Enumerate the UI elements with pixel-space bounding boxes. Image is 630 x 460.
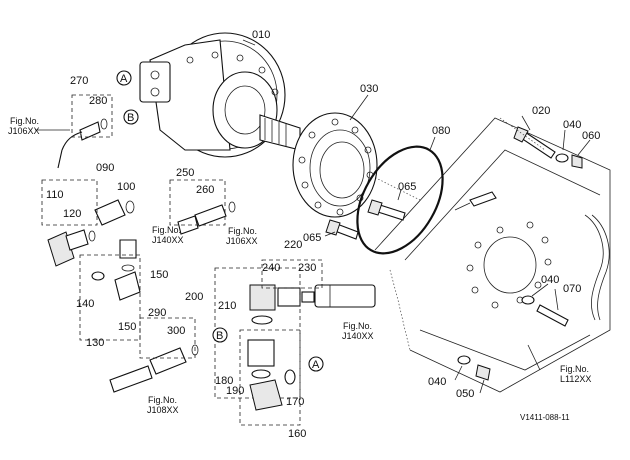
washer-040-c (457, 355, 471, 365)
part-label-100: 100 (117, 181, 135, 193)
group-110 (41, 179, 98, 226)
callout-a-1: A (120, 73, 128, 85)
fig-ref-l112[interactable]: Fig.No. L112XX (560, 364, 591, 384)
fig-ref-j106-top[interactable]: Fig.No. J106XX (8, 116, 40, 136)
washer-040-a (555, 153, 569, 163)
part-label-010: 010 (252, 29, 270, 41)
fig-ref-j140-mid-line1: Fig.No. (343, 321, 372, 331)
fig-ref-j106-top-line1: Fig.No. (10, 116, 39, 126)
callout-circle-a-1 (116, 70, 132, 86)
callout-b-1: B (127, 112, 134, 124)
bolt-070 (521, 295, 569, 327)
fig-ref-j108-line2: J108XX (147, 405, 179, 415)
part-label-300: 300 (167, 325, 185, 337)
part-label-150-a: 150 (150, 269, 168, 281)
fig-ref-j140-left[interactable]: Fig.No. J140XX (152, 225, 184, 245)
fig-ref-j140-left-line1: Fig.No. (152, 225, 181, 235)
part-label-040-b: 040 (541, 274, 559, 286)
travel-motor (139, 32, 421, 201)
part-label-210: 210 (218, 300, 236, 312)
part-label-110: 110 (46, 189, 64, 201)
elbow-210 (249, 284, 276, 325)
part-label-090: 090 (96, 162, 114, 174)
part-label-120: 120 (63, 208, 81, 220)
part-label-170: 170 (286, 396, 304, 408)
part-label-250: 250 (176, 167, 194, 179)
group-130 (79, 254, 141, 341)
tee-150 (114, 239, 141, 301)
callout-b-2: B (216, 330, 223, 342)
fig-ref-j106-mid-line2: J106XX (226, 236, 258, 246)
elbow-160 (249, 369, 296, 411)
part-label-270: 270 (70, 75, 88, 87)
part-label-065-a: 065 (398, 181, 416, 193)
fig-ref-j106-top-line2: J106XX (8, 126, 40, 136)
part-label-260: 260 (196, 184, 214, 196)
part-label-240: 240 (262, 262, 280, 274)
part-label-040-c: 040 (428, 376, 446, 388)
group-250 (169, 179, 226, 226)
part-label-030: 030 (360, 83, 378, 95)
elbow-110 (47, 229, 96, 267)
fitting-250 (177, 201, 236, 235)
bolt-065-b (325, 219, 359, 240)
part-label-140: 140 (76, 298, 94, 310)
part-label-230: 230 (298, 262, 316, 274)
fig-ref-j108[interactable]: Fig.No. J108XX (147, 395, 179, 415)
part-label-130: 130 (86, 337, 104, 349)
fig-ref-j106-mid[interactable]: Fig.No. J106XX (226, 226, 258, 246)
part-label-160: 160 (288, 428, 306, 440)
part-label-280: 280 (89, 95, 107, 107)
callout-circle-b-1 (123, 109, 139, 125)
oring-140 (91, 271, 105, 281)
nut-060 (571, 154, 583, 169)
part-label-200: 200 (185, 291, 203, 303)
part-label-060: 060 (582, 130, 600, 142)
part-label-070: 070 (563, 283, 581, 295)
nut-050 (475, 364, 491, 381)
group-160 (239, 329, 301, 426)
frame-plate (374, 117, 611, 393)
highlight-circle (356, 145, 444, 255)
fig-ref-l112-line1: Fig.No. (560, 364, 589, 374)
callout-circle-b-2 (212, 327, 228, 343)
fig-ref-l112-line2: L112XX (560, 374, 591, 384)
fig-ref-j140-mid-line2: J140XX (342, 331, 374, 341)
part-label-220: 220 (284, 239, 302, 251)
part-label-180: 180 (215, 375, 233, 387)
part-label-150-b: 150 (118, 321, 136, 333)
fig-ref-j140-left-line2: J140XX (152, 235, 184, 245)
drawing-reference-code: V1411-088-11 (520, 413, 570, 422)
fitting-270 (57, 118, 108, 169)
hose-fitting (314, 284, 376, 308)
part-label-040-a: 040 (563, 119, 581, 131)
adapter-090 (94, 199, 135, 226)
part-label-290: 290 (148, 307, 166, 319)
adapter-230 (277, 287, 315, 307)
fitting-180 (247, 339, 275, 379)
bolt-065-a (367, 199, 406, 221)
part-label-020: 020 (532, 105, 550, 117)
group-270 (71, 94, 113, 138)
group-220 (261, 259, 323, 289)
part-label-080: 080 (432, 125, 450, 137)
fig-ref-j108-line1: Fig.No. (148, 395, 177, 405)
leader-lines (35, 39, 591, 394)
part-label-190: 190 (226, 385, 244, 397)
fig-ref-j140-mid[interactable]: Fig.No. J140XX (342, 321, 374, 341)
part-label-065-b: 065 (303, 232, 321, 244)
fig-ref-j106-mid-line1: Fig.No. (228, 226, 257, 236)
callout-a-2: A (312, 359, 320, 371)
sprocket-flange (292, 112, 378, 218)
fitting-290 (109, 344, 199, 393)
group-290 (139, 317, 196, 359)
part-label-050: 050 (456, 388, 474, 400)
callout-circle-a-2 (308, 356, 324, 372)
